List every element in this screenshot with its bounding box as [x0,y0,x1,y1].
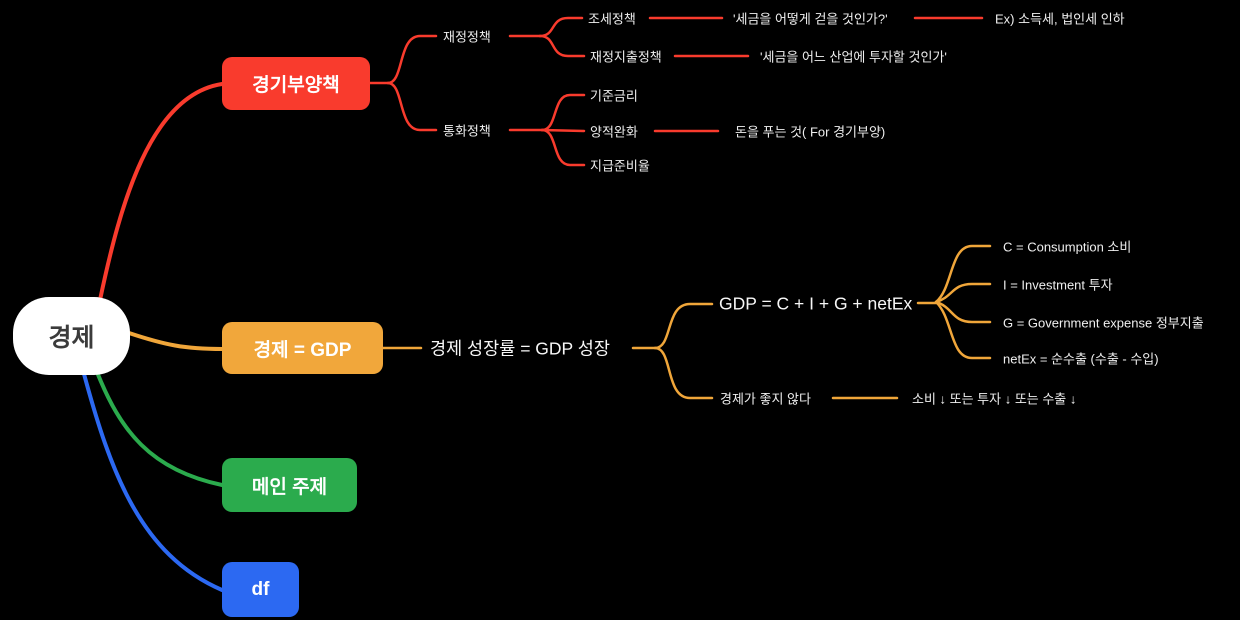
node-tax-example[interactable]: Ex) 소득세, 법인세 인하 [995,11,1125,27]
node-growth-rate[interactable]: 경제 성장률 = GDP 성장 [430,338,610,359]
connector-root-df [82,372,224,592]
node-bad-economy[interactable]: 경제가 좋지 않다 [720,391,811,407]
node-label: 메인 주제 [251,476,328,498]
node-tax-policy[interactable]: 조세정책 [588,11,636,27]
node-bad-economy-note[interactable]: 소비 ↓ 또는 투자 ↓ 또는 수출 ↓ [912,391,1077,407]
connector-monetary-reserve [540,128,586,167]
node-fiscal-policy[interactable]: 재정정책 [443,29,491,45]
node-consumption[interactable]: C = Consumption 소비 [1003,239,1132,255]
connector-formula-investment [934,282,992,304]
connector-fiscal-spending [538,34,586,58]
connector-growth-formula [653,302,714,350]
node-gdp-formula[interactable]: GDP = C + I + G + netEx [719,293,913,314]
root-node-label: 경제 [48,324,95,352]
connector-stimulus-monetary [386,81,438,132]
node-quantitative-easing[interactable]: 양적완화 [590,124,638,140]
connector-stimulus-fiscal [386,34,438,85]
node-label: 경제 = GDP [253,339,352,361]
node-spending-policy[interactable]: 재정지출정책 [590,49,662,65]
connector-growth-bad [653,346,714,400]
connector-formula-government [934,300,992,324]
node-label: 경기부양책 [252,75,340,96]
connector-root-stimulus [98,82,224,302]
node-monetary-policy[interactable]: 통화정책 [443,123,491,139]
root-node[interactable]: 경제 [13,297,130,375]
connector-root-main-topic [95,370,224,487]
node-investment[interactable]: I = Investment 투자 [1003,277,1113,293]
node-spending-question[interactable]: '세금을 어느 산업에 투자할 것인가' [760,49,947,65]
node-stimulus-package[interactable]: 경기부양책 [222,57,370,110]
node-reserve-ratio[interactable]: 지급준비율 [590,158,650,174]
node-main-topic[interactable]: 메인 주제 [222,458,357,512]
connector-fiscal-tax [538,16,584,38]
node-qe-note[interactable]: 돈을 푸는 것( For 경기부양) [735,124,886,140]
node-tax-question[interactable]: '세금을 어떻게 걷을 것인가?' [733,11,888,27]
connector-formula-netex [934,300,992,360]
connector-root-gdp [127,331,224,351]
node-df[interactable]: df [222,562,299,617]
connector-monetary-qe [540,128,586,133]
node-net-export[interactable]: netEx = 순수출 (수출 - 수입) [1003,351,1159,367]
node-base-rate[interactable]: 기준금리 [590,88,638,104]
connector-formula-consumption [934,244,992,304]
node-economy-gdp[interactable]: 경제 = GDP [222,322,383,374]
node-government-expense[interactable]: G = Government expense 정부지출 [1003,315,1204,331]
node-label: df [251,578,270,600]
connector-monetary-baserate [540,93,586,132]
